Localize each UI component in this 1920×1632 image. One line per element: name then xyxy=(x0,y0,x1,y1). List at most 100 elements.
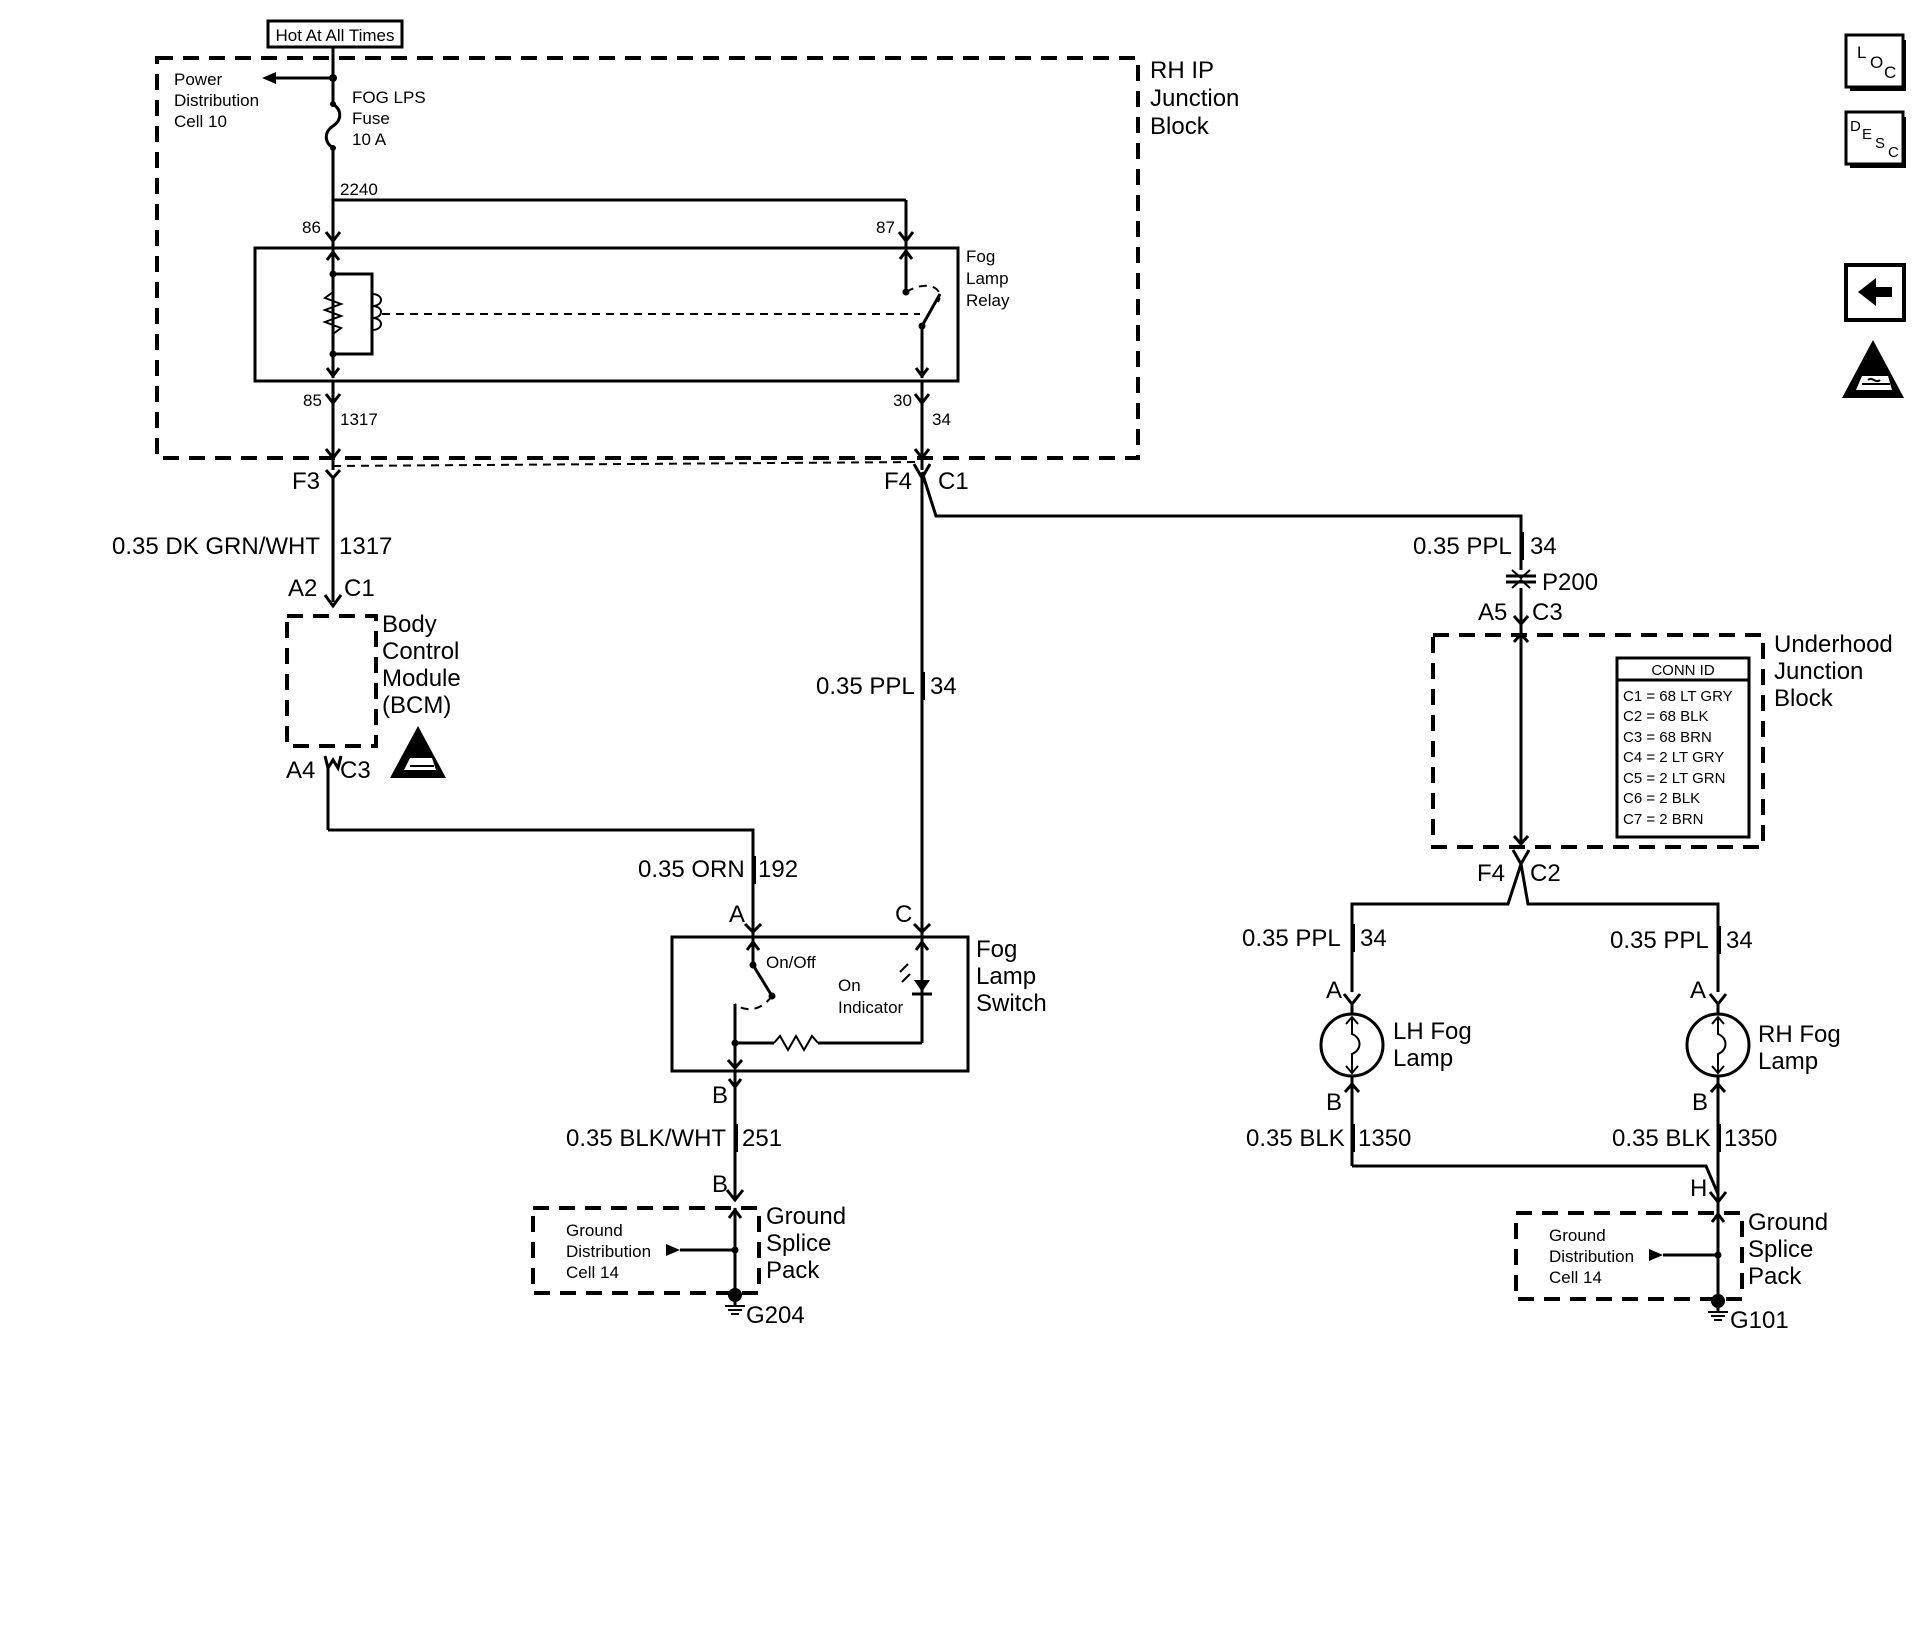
wire-rh-ppl-gauge: 0.35 PPL xyxy=(1610,927,1709,954)
underhood-junction-block-outline xyxy=(1431,633,1765,849)
on-off-label: On/Off xyxy=(766,953,816,972)
lh-fog-lamp-label-1: LH Fog xyxy=(1393,1018,1472,1045)
fog-lamp-switch-label-3: Switch xyxy=(976,990,1047,1017)
switch-pin-c-label: C xyxy=(895,901,912,928)
lh-pin-b-label: B xyxy=(1326,1089,1342,1116)
indicator-led-icon xyxy=(899,963,932,996)
on-indicator-label-2: Indicator xyxy=(838,998,904,1017)
fuse-icon xyxy=(324,78,342,200)
underhood-junction-block-label-1: Underhood xyxy=(1774,631,1893,658)
conn-id-row-3: C3 = 68 BRN xyxy=(1623,729,1712,746)
switch-pin-a-label: A xyxy=(729,901,745,928)
loc-letter-l: L xyxy=(1857,43,1866,62)
g101-label: G101 xyxy=(1730,1307,1789,1334)
pin-86-label: 86 xyxy=(302,218,321,237)
underhood-junction-block-label-2: Junction xyxy=(1774,658,1863,685)
ground-splice-pack-left-label-3: Pack xyxy=(766,1257,820,1284)
ground-splice-pack-right-label-1: Ground xyxy=(1748,1209,1828,1236)
bcm-conn-top-id: C1 xyxy=(344,575,375,602)
g204-label: G204 xyxy=(746,1302,805,1329)
pin-87-label: 87 xyxy=(876,218,895,237)
wire-lh-blk-gauge: 0.35 BLK xyxy=(1246,1125,1345,1152)
underhood-junction-block-label-3: Block xyxy=(1774,685,1834,712)
indicator-resistor-icon xyxy=(773,1033,819,1053)
hot-at-all-times-label: Hot At All Times xyxy=(275,26,394,45)
conn-id-table xyxy=(1615,656,1751,839)
fog-lamp-relay-box xyxy=(253,246,960,383)
bcm-conn-bottom-pin: A4 xyxy=(286,757,315,784)
conn-id-row-5: C5 = 2 LT GRN xyxy=(1623,770,1725,787)
conn-id-row-7: C7 = 2 BRN xyxy=(1623,811,1703,828)
rh-ip-junction-block-label-2: Junction xyxy=(1150,85,1239,112)
wire-bcm-in-circuit: 1317 xyxy=(339,533,392,560)
bcm-conn-bottom-id: C3 xyxy=(340,757,371,784)
ground-splice-pack-left-label-1: Ground xyxy=(766,1203,846,1230)
wire-ppl-center-gauge: 0.35 PPL xyxy=(816,673,915,700)
power-distribution-label-3: Cell 10 xyxy=(174,112,227,131)
conn-id-row-4: C4 = 2 LT GRY xyxy=(1623,749,1724,766)
circuit-2240-label: 2240 xyxy=(340,180,378,199)
power-distribution-label-2: Distribution xyxy=(174,91,259,110)
loc-button[interactable]: L O C xyxy=(1844,33,1906,91)
rh-fog-lamp-label-1: RH Fog xyxy=(1758,1021,1841,1048)
fog-lamp-relay-label-2: Lamp xyxy=(966,269,1009,288)
rh-pin-a-label: A xyxy=(1690,977,1706,1004)
p200-label: P200 xyxy=(1542,569,1598,596)
rh-ip-junction-block-label-3: Block xyxy=(1150,113,1210,140)
fog-lamp-relay-label-1: Fog xyxy=(966,247,995,266)
desc-letter-d: D xyxy=(1850,118,1861,135)
wire-bcm-in-gauge: 0.35 DK GRN/WHT xyxy=(112,533,320,560)
rh-fog-lamp-label-2: Lamp xyxy=(1758,1048,1818,1075)
conn-id-row-2: C2 = 68 BLK xyxy=(1623,708,1708,725)
pin-30-label: 30 xyxy=(893,391,912,410)
f3-label: F3 xyxy=(292,468,320,495)
wire-lh-ppl-gauge: 0.35 PPL xyxy=(1242,925,1341,952)
desc-letter-e: E xyxy=(1862,126,1872,143)
uhjb-conn-bottom-id: C2 xyxy=(1530,860,1561,887)
desc-letter-s: S xyxy=(1875,135,1885,152)
ground-splice-pack-right-outline xyxy=(1514,1211,1744,1301)
bcm-label-2: Control xyxy=(382,638,459,665)
wire-rh-blk-circuit: 1350 xyxy=(1724,1125,1777,1152)
bcm-label-1: Body xyxy=(382,611,437,638)
uhjb-conn-top-pin: A5 xyxy=(1478,599,1507,626)
wire-rh-ppl-circuit: 34 xyxy=(1726,927,1753,954)
fuse-label-3: 10 A xyxy=(352,130,387,149)
esd-warning-icon xyxy=(1842,340,1904,398)
ground-splice-pack-right-label-2: Splice xyxy=(1748,1236,1813,1263)
p200-connector-icon xyxy=(1506,569,1536,589)
fog-lamp-switch-label-2: Lamp xyxy=(976,963,1036,990)
uhjb-conn-bottom-pin: F4 xyxy=(1477,860,1505,887)
rh-ip-junction-block-outline xyxy=(155,56,1140,460)
fog-lamp-relay-label-3: Relay xyxy=(966,291,1010,310)
fog-lamp-switch-label-1: Fog xyxy=(976,936,1017,963)
lh-pin-a-label: A xyxy=(1326,977,1342,1004)
ground-distribution-left-2: Distribution xyxy=(566,1242,651,1261)
left-arrow-icon[interactable] xyxy=(1844,263,1906,322)
relay-coil-icon xyxy=(371,293,382,331)
desc-letter-c: C xyxy=(1888,144,1899,161)
bcm-conn-top-pin: A2 xyxy=(288,575,317,602)
uhjb-conn-top-id: C3 xyxy=(1532,599,1563,626)
ground-distribution-right-2: Distribution xyxy=(1549,1247,1634,1266)
loc-letter-o: O xyxy=(1870,53,1883,72)
wire-orn-gauge: 0.35 ORN xyxy=(638,856,745,883)
ground-distribution-left-1: Ground xyxy=(566,1221,623,1240)
lh-fog-lamp-label-2: Lamp xyxy=(1393,1045,1453,1072)
ground-splice-pack-left-label-2: Splice xyxy=(766,1230,831,1257)
pin-85-label: 85 xyxy=(303,391,322,410)
ground-distribution-right-1: Ground xyxy=(1549,1226,1606,1245)
ground-g204-icon xyxy=(725,1288,745,1315)
splice-pin-h-label: H xyxy=(1690,1175,1707,1202)
ground-splice-pack-right-label-3: Pack xyxy=(1748,1263,1802,1290)
wire-lh-ppl-circuit: 34 xyxy=(1360,925,1387,952)
desc-button[interactable]: D E S C xyxy=(1844,110,1906,168)
fog-lamp-switch-box xyxy=(670,935,970,1073)
esd-warning-icon xyxy=(390,726,446,778)
relay-resistor-icon xyxy=(322,291,344,335)
ground-pin-b-label: B xyxy=(712,1171,728,1198)
wire-lh-blk-circuit: 1350 xyxy=(1358,1125,1411,1152)
f4-label: F4 xyxy=(884,468,912,495)
on-off-switch-icon xyxy=(751,964,774,997)
ground-distribution-right-3: Cell 14 xyxy=(1549,1268,1602,1287)
